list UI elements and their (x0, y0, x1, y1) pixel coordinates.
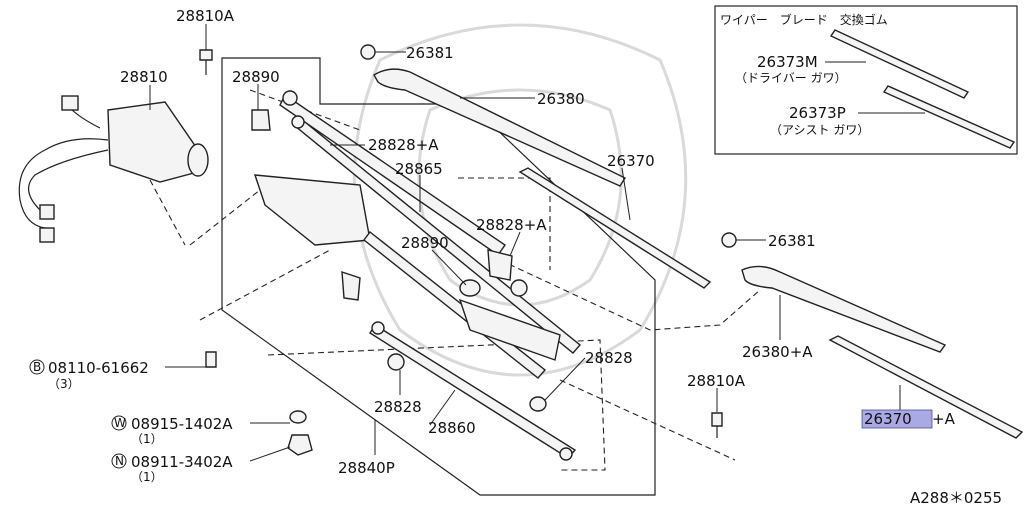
label-28828A-mid[interactable]: 28828+A (476, 216, 547, 234)
pivot-joint-4 (559, 447, 573, 461)
harness-connector-2 (39, 204, 55, 220)
bushing-28828-a[interactable] (341, 271, 361, 301)
wiper-linkage[interactable] (251, 90, 582, 461)
part-labels: 28810A 28810 28890 26381 26380 28828+A 2… (29, 7, 1002, 507)
label-28860[interactable]: 28860 (428, 419, 476, 437)
grommet-28828A[interactable] (510, 279, 528, 297)
wiper-arm-26380A[interactable] (741, 265, 947, 353)
marker-B: B (33, 360, 41, 374)
bushing-28828-right[interactable] (529, 396, 547, 412)
label-28890-top[interactable]: 28890 (232, 68, 280, 86)
nut-26381-right[interactable] (721, 232, 737, 248)
bolt-28810A-bottom[interactable] (711, 412, 723, 427)
fasteners[interactable] (199, 44, 737, 456)
label-28890-mid[interactable]: 28890 (401, 234, 449, 252)
grommet-28890-top[interactable] (251, 109, 271, 131)
label-26380A[interactable]: 26380+A (742, 343, 813, 361)
qty-08110: （3） (48, 377, 80, 391)
label-26373P[interactable]: 26373P (789, 104, 846, 122)
pivot-joint-3 (371, 321, 385, 335)
bolt-08110[interactable] (205, 351, 217, 368)
assist-rubber-strip[interactable] (882, 85, 1016, 149)
note-driver-side: （ドライバー ガワ） (735, 71, 847, 85)
highlight-26370A (861, 409, 933, 429)
inset-replacement-rubber: ワイパー ブレード 交換ゴム 26373M （ドライバー ガワ） 26373P … (714, 5, 1018, 155)
label-26381-top[interactable]: 26381 (406, 44, 454, 62)
label-26370A-number[interactable]: 26370 (864, 410, 912, 428)
label-08911-3402A[interactable]: 08911-3402A (131, 453, 233, 471)
label-28865[interactable]: 28865 (395, 160, 443, 178)
bolt-28810A-top[interactable] (199, 49, 213, 61)
wiper-blade-26370A[interactable] (828, 335, 1024, 439)
label-08915-1402A[interactable]: 08915-1402A (131, 415, 233, 433)
qty-08915: （1） (131, 432, 163, 446)
motor-crank-plate[interactable] (253, 174, 371, 246)
bushing-28828-bottom[interactable] (387, 353, 405, 371)
label-28810A-bottom[interactable]: 28810A (687, 372, 746, 390)
label-26373M[interactable]: 26373M (757, 53, 818, 71)
marker-N: N (115, 454, 124, 468)
driver-rubber-strip[interactable] (829, 29, 970, 99)
harness-connector-1 (61, 95, 79, 111)
label-28828-bottom[interactable]: 28828 (374, 398, 422, 416)
motor-end-cap (187, 143, 209, 177)
nut-26381-top[interactable] (360, 44, 376, 60)
linkage-frame-outline (189, 57, 761, 496)
pivot-joint-1 (282, 90, 298, 106)
label-28828-right[interactable]: 28828 (585, 349, 633, 367)
label-26381-right[interactable]: 26381 (768, 232, 816, 250)
note-assist-side: （アシスト ガワ） (770, 123, 869, 137)
harness-connector-3 (39, 227, 55, 243)
bushing-28828-b[interactable] (487, 249, 513, 281)
wiper-blades[interactable] (518, 167, 1024, 439)
label-26380[interactable]: 26380 (537, 90, 585, 108)
marker-W: W (114, 416, 126, 430)
wiper-arms[interactable] (373, 68, 947, 353)
label-28810[interactable]: 28810 (120, 68, 168, 86)
wiper-blade-26370[interactable] (518, 167, 712, 289)
label-28840P[interactable]: 28840P (338, 459, 395, 477)
label-26370[interactable]: 26370 (607, 152, 655, 170)
wiper-arm-26380[interactable] (373, 68, 627, 187)
inset-title: ワイパー ブレード 交換ゴム (720, 12, 888, 27)
label-08110-61662[interactable]: 08110-61662 (48, 359, 149, 377)
label-28828A-top[interactable]: 28828+A (368, 136, 439, 154)
qty-08911: （1） (131, 470, 163, 484)
inset-frame (714, 5, 1018, 155)
wiper-motor-assembly[interactable] (18, 95, 209, 246)
pivot-joint-2 (291, 115, 305, 129)
washer-08915[interactable] (289, 410, 307, 424)
diagram-code: A288＊0255 (910, 489, 1002, 507)
label-26370A-suffix: +A (932, 410, 956, 428)
leader-lines (149, 24, 901, 462)
nut-08911[interactable] (287, 434, 313, 456)
label-28810A-top[interactable]: 28810A (176, 7, 235, 25)
right-pivot-bracket[interactable] (458, 298, 561, 361)
